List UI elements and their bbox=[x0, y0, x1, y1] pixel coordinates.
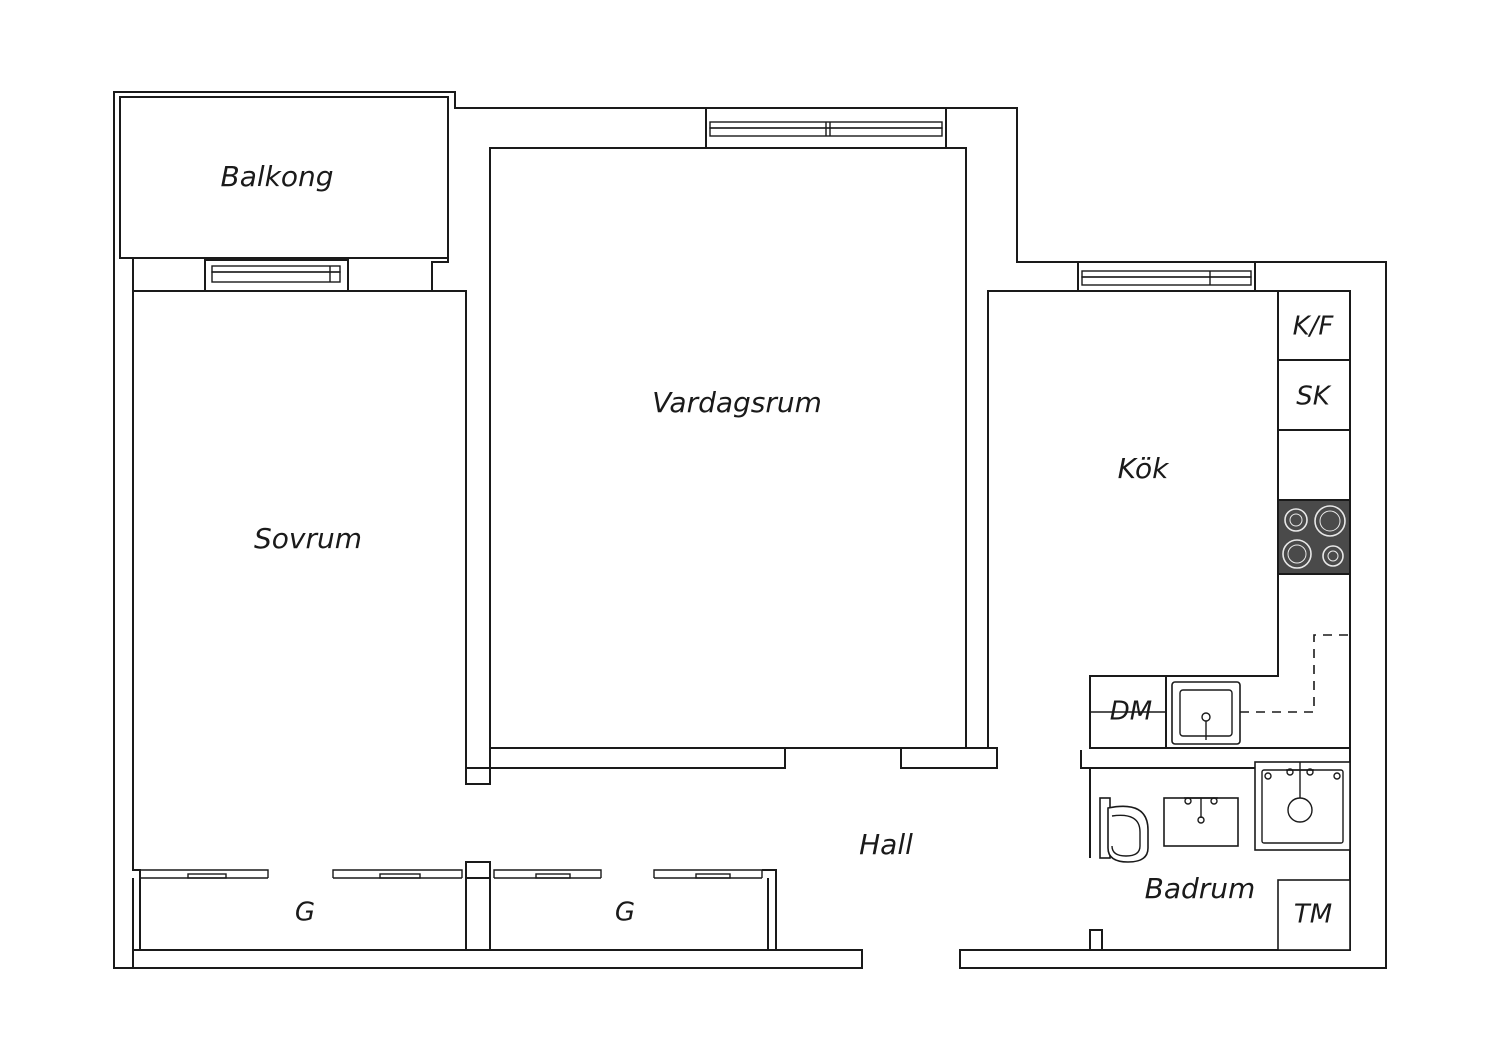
living-room-window bbox=[705, 107, 947, 149]
dishwasher-label: DM bbox=[1110, 697, 1152, 727]
stove-icon bbox=[1277, 499, 1351, 575]
kitchen-dashed-outline bbox=[1240, 634, 1350, 713]
living-room-label: Vardagsrum bbox=[652, 386, 822, 419]
kitchen-window bbox=[1077, 261, 1256, 292]
living-room-wall-bottom-right bbox=[900, 747, 998, 769]
balcony-area bbox=[119, 96, 449, 259]
cabinet-label: SK bbox=[1296, 382, 1332, 412]
building-outline bbox=[113, 91, 1387, 969]
closet-2-walls bbox=[489, 878, 769, 951]
hall-label: Hall bbox=[859, 828, 913, 861]
balcony-label: Balkong bbox=[220, 160, 333, 193]
kitchen-walls bbox=[987, 290, 1351, 749]
closet-1-label: G bbox=[295, 898, 315, 928]
toilet-icon bbox=[1099, 797, 1149, 863]
washing-machine-box bbox=[1277, 879, 1351, 951]
kitchen-label: Kök bbox=[1118, 452, 1170, 485]
closet-divider-pillar bbox=[465, 861, 491, 879]
bathroom-sink-icon bbox=[1163, 797, 1239, 847]
bedroom-walls bbox=[132, 262, 491, 870]
bathroom-door-stub bbox=[1089, 929, 1103, 950]
shower-icon bbox=[1254, 761, 1351, 851]
living-room-wall-bottom-left bbox=[489, 747, 786, 769]
fridge-freezer-label: K/F bbox=[1293, 312, 1335, 342]
kitchen-sink-icon bbox=[1171, 681, 1241, 745]
bathroom-label: Badrum bbox=[1145, 872, 1256, 905]
living-room-walls bbox=[489, 147, 967, 749]
bedroom-label: Sovrum bbox=[254, 522, 362, 555]
bedroom-window bbox=[204, 259, 349, 292]
closet-2-label: G bbox=[615, 898, 635, 928]
living-room-left-wall-stub bbox=[465, 767, 491, 785]
washing-machine-label: TM bbox=[1294, 900, 1332, 930]
